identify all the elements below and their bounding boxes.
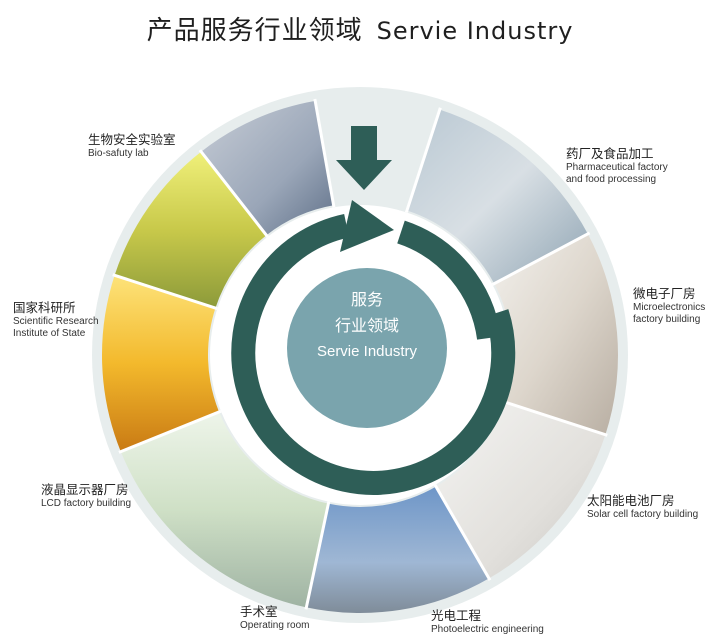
title-zh: 产品服务行业领域 — [146, 16, 363, 46]
center-line-3: Servie Industry — [316, 343, 418, 360]
down-arrow-icon — [336, 126, 392, 190]
center-circle — [287, 268, 447, 428]
sector-microelectronics — [494, 233, 618, 435]
label-operating-room: 手术室 Operating room — [240, 604, 310, 631]
sector-operating-room — [120, 411, 329, 608]
sector-divider — [491, 231, 591, 286]
sector-lcd — [101, 275, 220, 452]
title-en: Servie Industry — [376, 17, 574, 45]
center-line-2: 行业领域 — [334, 316, 399, 335]
label-research: 国家科研所 Scientific Research Institute of S… — [13, 300, 99, 339]
sector-divider — [112, 273, 218, 311]
label-lcd: 液晶显示器厂房 LCD factory building — [41, 482, 132, 509]
label-solar: 太阳能电池厂房 Solar cell factory building — [587, 493, 699, 520]
label-pharma: 药厂及食品加工 Pharmaceutical factory and food … — [566, 146, 668, 185]
sector-divider — [502, 399, 608, 437]
sector-divider — [404, 107, 442, 213]
label-photoelectric: 光电工程 Photoelectric engineering — [431, 608, 544, 635]
sector-divider — [433, 484, 492, 581]
sector-divider — [313, 98, 336, 208]
sector-divider — [304, 501, 331, 610]
ring-arrow-left-head — [340, 200, 394, 252]
center-label: 服务 行业领域 Servie Industry — [287, 288, 447, 364]
sector-research — [114, 151, 267, 309]
sector-solar — [436, 401, 606, 579]
sector-divider — [198, 149, 269, 238]
page-title: 产品服务行业领域 Servie Industry — [0, 10, 720, 47]
ring-arrow-right — [396, 220, 501, 340]
label-bio-lab: 生物安全实验室 Bio-safuty lab — [88, 132, 176, 159]
ring-arrow-left — [231, 213, 516, 495]
label-microelectronics: 微电子厂房 Microelectronics factory building — [633, 286, 706, 325]
sector-divider — [118, 409, 222, 454]
center-line-1: 服务 — [350, 290, 383, 309]
sector-pharma — [406, 109, 588, 284]
sector-photoelectric — [306, 486, 489, 613]
sector-separators — [112, 98, 608, 610]
sector-bio-lab — [201, 100, 334, 236]
sector-images — [101, 100, 618, 613]
